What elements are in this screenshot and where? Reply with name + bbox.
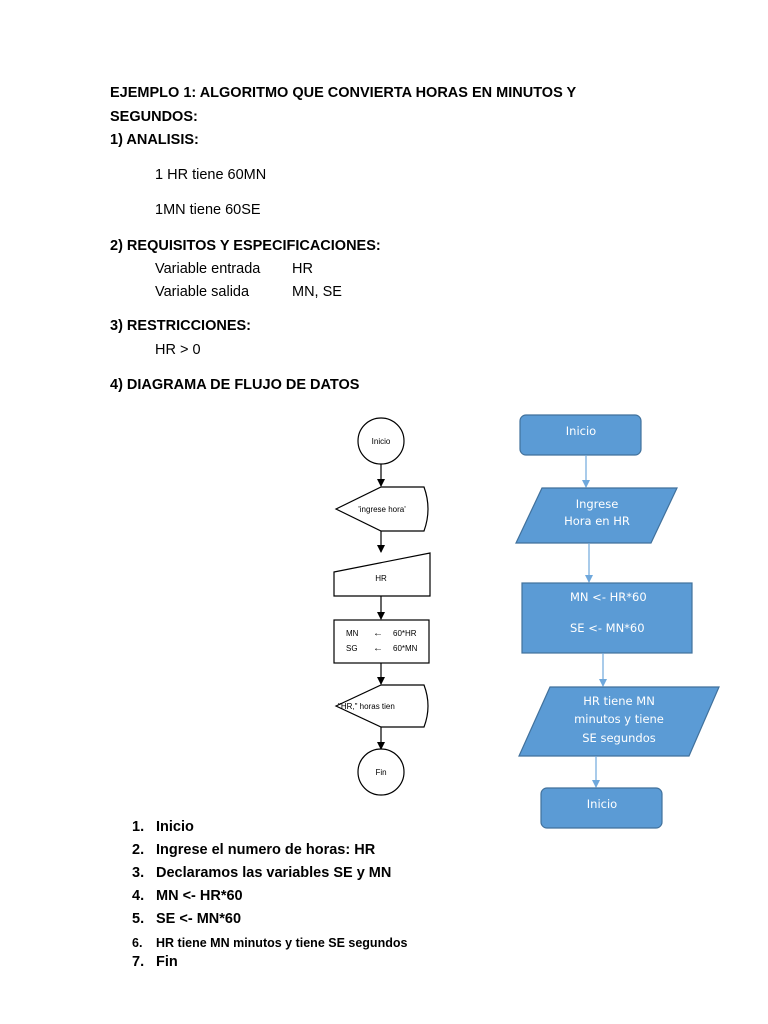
analysis-heading: 1) ANALISIS: <box>110 132 199 148</box>
left-assign2-var: SG <box>346 644 358 653</box>
output-variable-value: MN, SE <box>292 284 342 300</box>
document-title-line2: SEGUNDOS: <box>110 109 198 125</box>
left-output-label: "HR," horas tien <box>338 702 395 711</box>
right-process-box <box>521 582 693 654</box>
right-output-line1: HR tiene MN <box>583 694 655 708</box>
step-item: 5. SE <- MN*60 <box>132 911 241 927</box>
step-number: 3. <box>132 865 145 881</box>
left-assign1-var: MN <box>346 629 359 638</box>
output-variable-label: Variable salida <box>155 284 250 300</box>
right-end-label: Inicio <box>587 797 617 811</box>
restriction-rule: HR > 0 <box>155 342 201 358</box>
step-number: 4. <box>132 888 145 904</box>
right-output-line3: SE segundos <box>582 731 656 745</box>
step-text: Fin <box>156 954 178 970</box>
step-number: 2. <box>132 842 145 858</box>
step-text: HR tiene MN minutos y tiene SE segundos <box>156 936 408 950</box>
step-item: 1. Inicio <box>132 819 194 835</box>
right-process-line2: SE <- MN*60 <box>570 621 645 635</box>
right-output-parallelogram <box>518 686 720 757</box>
input-variable-label: Variable entrada <box>155 261 261 277</box>
step-item: 7. Fin <box>132 954 178 970</box>
right-input-parallelogram <box>515 487 678 544</box>
step-number: 1. <box>132 819 145 835</box>
left-end-terminator <box>357 748 405 796</box>
right-input-line2: Hora en HR <box>564 514 630 528</box>
step-text: MN <- HR*60 <box>156 888 243 904</box>
left-prompt-label: 'ingrese hora' <box>358 505 406 514</box>
step-item: 3. Declaramos las variables SE y MN <box>132 865 391 881</box>
right-end-terminator <box>540 787 663 829</box>
right-input-line1: Ingrese <box>576 497 619 511</box>
right-output-line2: minutos y tiene <box>574 712 664 726</box>
step-text: Ingrese el numero de horas: HR <box>156 842 376 858</box>
right-process-line1: MN <- HR*60 <box>570 590 647 604</box>
document-title-line1: EJEMPLO 1: ALGORITMO QUE CONVIERTA HORAS… <box>110 85 577 101</box>
right-flowchart: Inicio Ingrese Hora en HR MN <- HR*60 SE… <box>515 414 720 829</box>
step-text: SE <- MN*60 <box>156 911 242 927</box>
step-number: 6. <box>132 936 143 950</box>
right-start-terminator <box>519 414 642 456</box>
step-text: Inicio <box>156 819 194 835</box>
left-assign2-arrow: ← <box>373 643 383 654</box>
step-item: 6. HR tiene MN minutos y tiene SE segundo… <box>132 936 407 950</box>
left-manual-input <box>333 552 431 597</box>
left-end-label: Fin <box>375 768 386 777</box>
step-number: 7. <box>132 954 145 970</box>
step-item: 2. Ingrese el numero de horas: HR <box>132 842 375 858</box>
step-text: Declaramos las variables SE y MN <box>156 865 392 881</box>
left-assign1-expr: 60*HR <box>393 629 417 638</box>
requirements-heading: 2) REQUISITOS Y ESPECIFICACIONES: <box>110 238 381 254</box>
left-assign2-expr: 60*MN <box>393 644 418 653</box>
left-assign1-arrow: ← <box>373 628 383 639</box>
left-start-label: Inicio <box>372 437 391 446</box>
left-prompt-display <box>334 486 429 532</box>
analysis-line1: 1 HR tiene 60MN <box>155 167 267 183</box>
left-input-label: HR <box>375 574 387 583</box>
left-flowchart: Inicio 'ingrese hora' HR MN ← 60*HR SG ←… <box>333 417 431 796</box>
right-start-label: Inicio <box>566 424 596 438</box>
left-output-display <box>334 684 429 728</box>
step-number: 5. <box>132 911 145 927</box>
diagram-heading: 4) DIAGRAMA DE FLUJO DE DATOS <box>110 377 360 393</box>
restrictions-heading: 3) RESTRICCIONES: <box>110 318 251 334</box>
step-item: 4. MN <- HR*60 <box>132 888 243 904</box>
left-process-box <box>333 619 430 664</box>
analysis-line2: 1MN tiene 60SE <box>155 202 261 218</box>
input-variable-value: HR <box>292 261 313 277</box>
